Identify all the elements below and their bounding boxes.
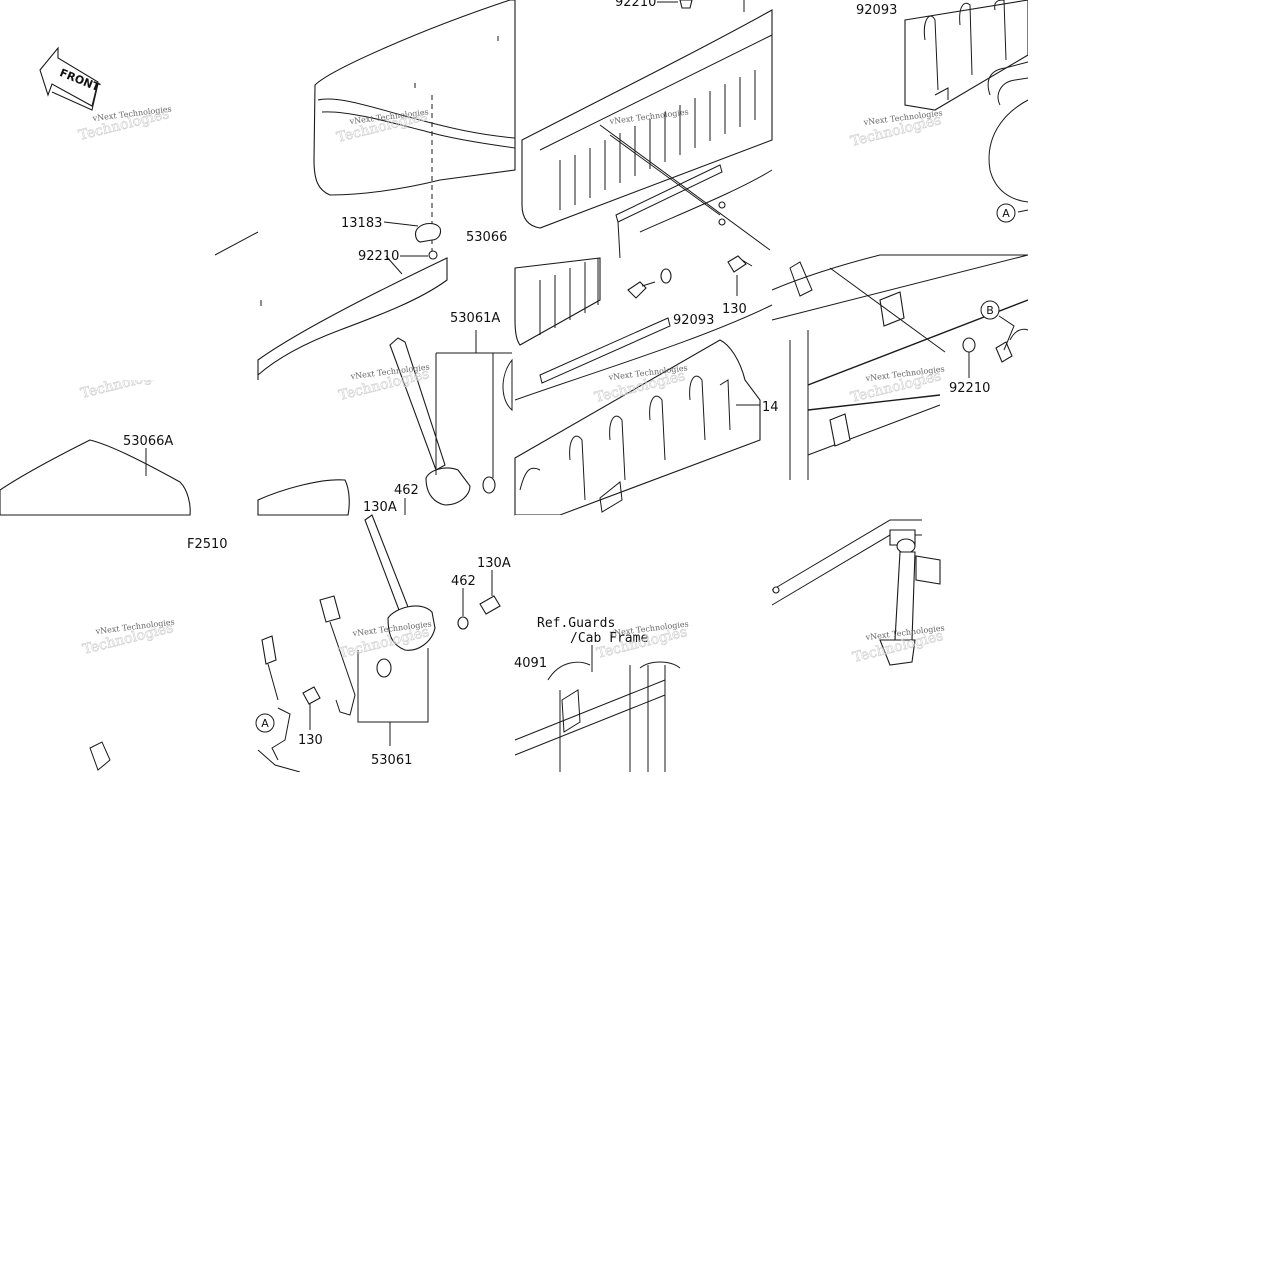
label-53061: 53061	[371, 753, 412, 768]
seat-cushion-fragment-drawing	[257, 479, 350, 516]
label-53066: 53066	[466, 230, 507, 245]
seat-cushion-53066A-drawing	[0, 439, 191, 516]
label-462-b: 462	[451, 574, 476, 589]
seat-cushion-drawing	[313, 0, 516, 255]
label-92210-a: 92210	[358, 249, 399, 264]
label-130A-b: 130A	[477, 556, 511, 571]
grab-handle-drawing	[771, 519, 941, 666]
label-14: 14	[762, 400, 779, 415]
label-130-a: 130	[722, 302, 747, 317]
label-92210-top: 92210	[615, 0, 656, 10]
callout-a-top-right: A	[996, 203, 1016, 223]
bolt-130-drawing	[627, 255, 753, 299]
callout-b-right: B	[980, 300, 1015, 351]
front-direction-badge: FRONT	[39, 46, 102, 111]
label-13183: 13183	[341, 216, 382, 231]
label-53066A: 53066A	[123, 434, 173, 449]
callout-a2-text: A	[261, 717, 269, 730]
side-panel-92093-drawing	[904, 0, 1029, 213]
reference-note-line2: /Cab Frame	[570, 631, 648, 646]
clamp-13183-drawing	[383, 221, 442, 275]
label-92093-a: 92093	[673, 313, 714, 328]
label-4091: 4091	[514, 656, 547, 671]
label-462-a: 462	[394, 483, 419, 498]
seat-belt-53061-drawing	[89, 514, 501, 773]
figure-code: F2510	[187, 537, 228, 552]
label-92093-top: 92093	[856, 3, 897, 18]
part-labels: 13183 92210 53066 53061A 53066A 462 130A…	[123, 0, 990, 768]
seat-belt-53061A-drawing	[389, 330, 513, 515]
callout-b2-text: B	[986, 304, 994, 317]
reference-note-line1: Ref.Guards	[537, 616, 615, 631]
seat-base-drawing	[214, 231, 448, 380]
label-53061A: 53061A	[450, 311, 500, 326]
cab-frame-guards-drawing	[514, 645, 681, 772]
callout-a-bottom-left: A	[255, 713, 275, 733]
cargo-frame-drawing	[771, 254, 1029, 480]
callout-a-text: A	[1002, 207, 1010, 220]
rear-panel-lower-drawing	[514, 257, 773, 516]
label-92210-b: 92210	[949, 381, 990, 396]
label-130A-a: 130A	[363, 500, 397, 515]
washer-drawing	[660, 268, 672, 284]
rear-grille-panel-drawing	[521, 0, 773, 259]
label-130-b: 130	[298, 733, 323, 748]
